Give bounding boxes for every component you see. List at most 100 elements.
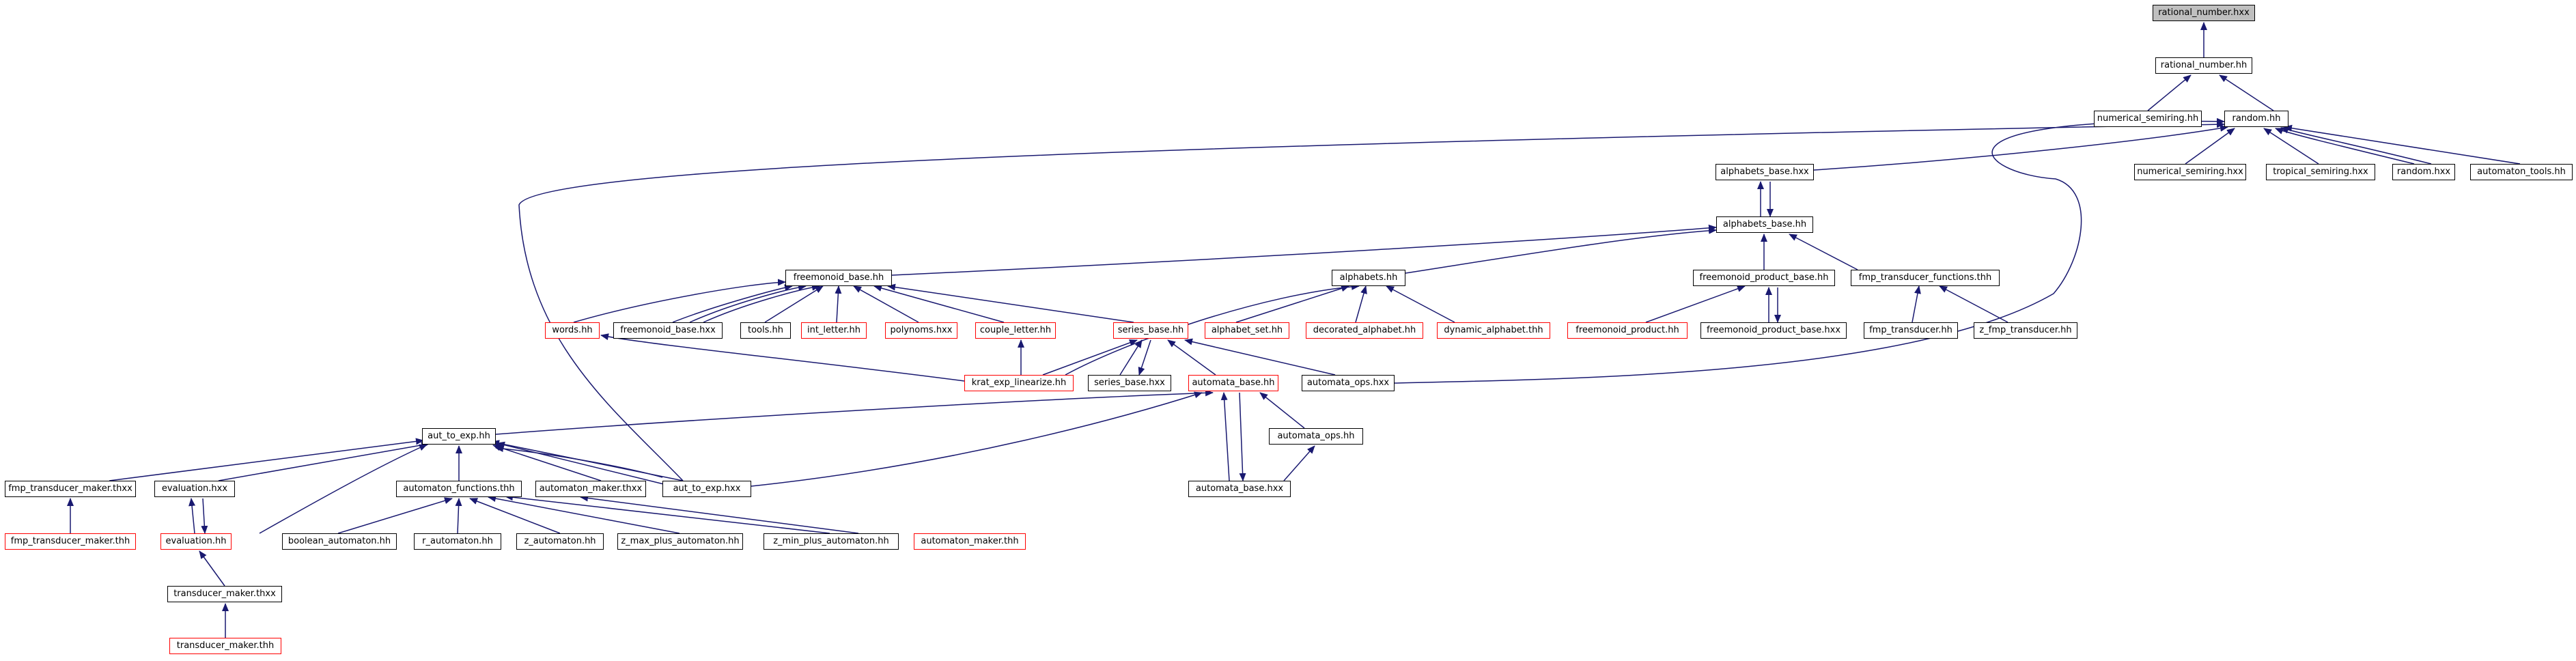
dependency-edge [495,445,663,478]
dependency-edge [1259,392,1305,429]
node-automata-base-hh[interactable]: automata_base.hh [1188,375,1278,391]
node-aut-to-exp-hxx[interactable]: aut_to_exp.hxx [662,481,751,497]
node-tools-hh[interactable]: tools.hh [740,322,791,339]
dependency-edge [1065,283,1360,376]
node-fmp-transducer-hh[interactable]: fmp_transducer.hh [1864,322,1958,339]
node-automata-ops-hh[interactable]: automata_ops.hh [1269,428,1363,445]
dependency-edge [703,283,820,323]
node-evaluation-hh[interactable]: evaluation.hh [160,533,232,550]
node-fmp-transducer-functions-thh[interactable]: fmp_transducer_functions.thh [1851,270,2000,286]
node-z-min-plus-automaton-hh[interactable]: z_min_plus_automaton.hh [764,533,899,550]
dependency-edge [580,494,859,534]
node-decorated-alphabet-hh[interactable]: decorated_alphabet.hh [1306,322,1423,339]
node-int-letter-hh[interactable]: int_letter.hh [801,322,867,339]
node-r-automaton-hh[interactable]: r_automaton.hh [414,533,501,550]
dependency-edge [495,389,1214,435]
node-numerical-semiring-hxx[interactable]: numerical_semiring.hxx [2134,164,2246,180]
node-evaluation-hxx[interactable]: evaluation.hxx [154,481,235,497]
node-freemonoid-base-hh[interactable]: freemonoid_base.hh [785,270,892,286]
node-aut-to-exp-hh[interactable]: aut_to_exp.hh [422,428,496,445]
node-krat-exp-linearize-hh[interactable]: krat_exp_linearize.hh [964,375,1074,391]
dependency-edge [1119,339,1143,376]
dependency-edge [1138,339,1151,376]
node-couple-letter-hh[interactable]: couple_letter.hh [975,322,1056,339]
dependency-edge [337,497,453,534]
node-automaton-maker-thh[interactable]: automaton_maker.thh [914,533,1026,550]
dependency-edge [764,285,824,323]
dependency-edge [505,494,830,534]
node-polynoms-hxx[interactable]: polynoms.hxx [885,322,957,339]
dependency-edge [1813,124,2228,171]
dependency-edge [1394,117,2225,384]
node-alphabets-base-hxx[interactable]: alphabets_base.hxx [1716,164,1814,180]
dependency-edge [835,285,842,323]
dependency-edge [1220,392,1230,481]
dependency-edge [1645,285,1746,323]
dependency-edge [518,121,2225,481]
dependency-edge [492,444,602,481]
dependency-edge [2219,74,2274,111]
node-fmp-transducer-maker-thh[interactable]: fmp_transducer_maker.thh [5,533,136,550]
node-random-hxx[interactable]: random.hxx [2392,164,2455,180]
dependency-edge [1283,445,1315,481]
dependency-edge [259,444,428,534]
dependency-edge [1789,234,1858,270]
dependency-edge [455,498,462,534]
node-automata-ops-hxx[interactable]: automata_ops.hxx [1302,375,1395,391]
dependency-edge [1405,227,1717,274]
node-z-fmp-transducer-hh[interactable]: z_fmp_transducer.hh [1974,322,2077,339]
node-words-hh[interactable]: words.hh [545,322,600,339]
dependency-edge [689,283,807,323]
dependency-edge [672,284,793,323]
node-automaton-functions-thh[interactable]: automaton_functions.thh [396,481,522,497]
node-boolean-automaton-hh[interactable]: boolean_automaton.hh [282,533,397,550]
node-alphabet-set-hh[interactable]: alphabet_set.hh [1205,322,1289,339]
dependency-edge [469,498,561,534]
dependency-edge [887,283,1134,323]
node-random-hh[interactable]: random.hh [2224,111,2288,127]
node-freemonoid-product-base-hxx[interactable]: freemonoid_product_base.hxx [1700,322,1847,339]
node-transducer-maker-thxx[interactable]: transducer_maker.thxx [167,586,282,602]
node-automata-base-hxx[interactable]: automata_base.hxx [1188,481,1291,497]
dependency-edge [2284,124,2521,165]
dependency-edge [1184,338,1336,376]
node-tropical-semiring-hxx[interactable]: tropical_semiring.hxx [2266,164,2375,180]
node-alphabets-hh[interactable]: alphabets.hh [1332,270,1405,286]
dependency-edge [1355,285,1367,323]
dependency-edge [201,498,208,534]
node-series-base-hxx[interactable]: series_base.hxx [1088,375,1171,391]
node-freemonoid-base-hxx[interactable]: freemonoid_base.hxx [613,322,723,339]
node-automaton-tools-hh[interactable]: automaton_tools.hh [2470,164,2573,180]
dependency-edge [891,224,1717,276]
dependency-edge [199,550,225,587]
dependency-edge [218,441,430,481]
node-z-max-plus-automaton-hh[interactable]: z_max_plus_automaton.hh [617,533,743,550]
node-fmp-transducer-maker-thxx[interactable]: fmp_transducer_maker.thxx [5,481,136,497]
node-rational-number-hh[interactable]: rational_number.hh [2155,57,2252,74]
dependency-edge [1235,285,1349,323]
node-rational-number-hxx: rational_number.hxx [2153,5,2255,21]
dependency-edge [2185,128,2235,165]
node-freemonoid-product-hh[interactable]: freemonoid_product.hh [1567,322,1688,339]
dependency-edge [2147,74,2192,111]
dependency-edge [1239,392,1246,481]
node-freemonoid-product-base-hh[interactable]: freemonoid_product_base.hh [1693,270,1835,286]
node-numerical-semiring-hh[interactable]: numerical_semiring.hh [2094,111,2202,127]
dependency-edge [109,438,424,481]
dependency-edge [1042,339,1138,376]
dependency-edge [873,285,1005,323]
dependency-edge [1386,285,1455,323]
dependency-edge [573,279,786,323]
node-automaton-maker-thxx[interactable]: automaton_maker.thxx [535,481,646,497]
node-series-base-hh[interactable]: series_base.hh [1113,322,1188,339]
dependency-edge [1939,285,2008,323]
dependency-edge [751,391,1203,487]
node-alphabets-base-hh[interactable]: alphabets_base.hh [1716,216,1813,233]
dependency-edge [600,333,965,382]
dependency-edge [2280,126,2432,165]
node-z-automaton-hh[interactable]: z_automaton.hh [516,533,604,550]
node-transducer-maker-thh[interactable]: transducer_maker.thh [169,638,281,654]
node-dynamic-alphabet-thh[interactable]: dynamic_alphabet.thh [1437,322,1550,339]
dependency-edge [188,498,196,534]
